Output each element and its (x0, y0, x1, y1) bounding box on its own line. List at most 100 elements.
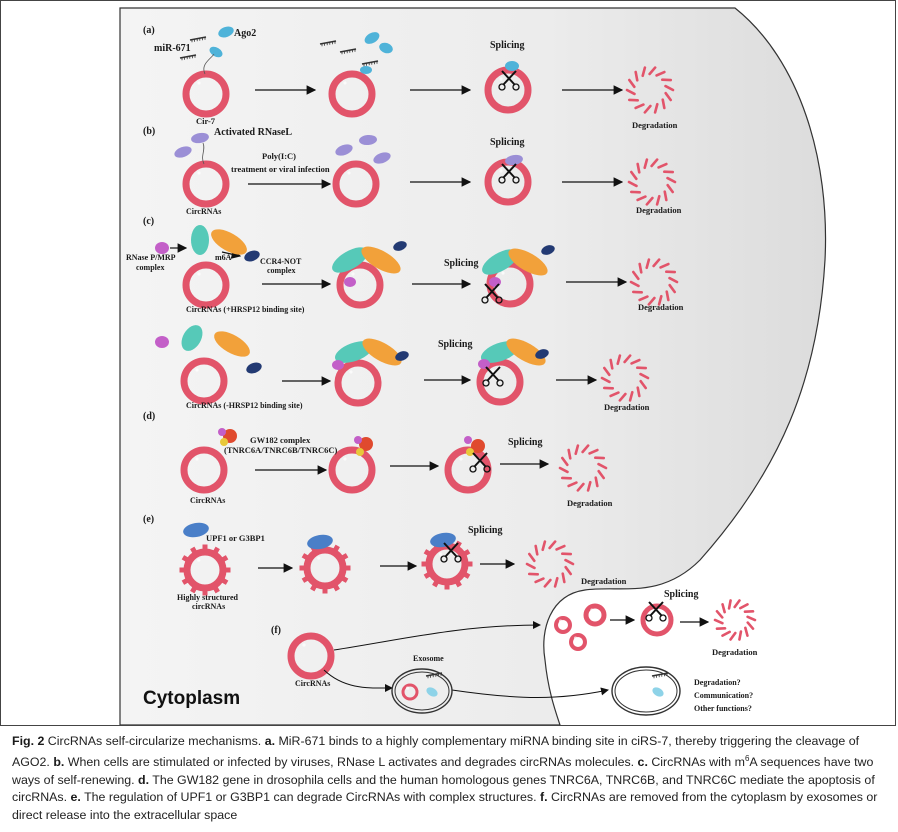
circrna-fragment (645, 258, 651, 270)
panel-e-letter: (e) (143, 514, 154, 525)
circrna-fragment (643, 104, 652, 114)
mirna-strand (179, 54, 197, 61)
circrna-fragment (541, 540, 547, 552)
circrna-fragment (715, 610, 724, 619)
ring-highlight (302, 643, 306, 647)
ago2-protein (505, 61, 519, 71)
circrna-fragment (574, 444, 580, 456)
circrna-fragment (661, 98, 666, 110)
ring-stem-loop (341, 576, 349, 583)
ythdf2-protein (214, 331, 250, 357)
circrna-fragment (664, 91, 673, 102)
circrna-ring (182, 160, 230, 208)
circrna-fragment (576, 482, 585, 492)
circrna-fragment (665, 290, 670, 302)
ago2-protein (218, 26, 234, 38)
circrna-fragment (657, 294, 663, 306)
mir671-label: miR-671 (154, 43, 191, 54)
process-arrows (170, 85, 710, 698)
circrna-fragment (609, 358, 614, 370)
ring-stem-loop (190, 546, 197, 554)
scissors-icon (498, 163, 520, 184)
exosome-circrna (401, 683, 419, 701)
panel-a-letter: (a) (143, 25, 155, 36)
fate-question-1: Degradation? (694, 678, 741, 687)
exosome-mirna (425, 672, 443, 679)
scissor-handle (496, 379, 504, 387)
ring-highlight (197, 81, 201, 85)
rnasel-protein (373, 152, 391, 164)
released-exosome-protein (652, 687, 664, 697)
caption-e-text: The regulation of UPF1 or G3BP1 can degr… (80, 790, 540, 805)
exosome-protein (426, 687, 438, 697)
ring-highlight (491, 369, 495, 373)
ring-highlight (197, 171, 201, 175)
circrna-fragment (634, 103, 645, 110)
caption-d-tag: d. (138, 772, 150, 787)
ythdf2-protein (508, 248, 548, 276)
circrna-fragment (713, 618, 724, 625)
ring-stem-loop (333, 584, 340, 592)
panel-c-splicing-2: Splicing (438, 339, 472, 350)
ring-highlight (195, 457, 199, 461)
circrna-fragment (555, 544, 566, 551)
mirna-backbone (651, 672, 669, 677)
ring-highlight (349, 370, 353, 374)
mirna-backbone (339, 48, 357, 53)
circrna-fragment (638, 295, 649, 302)
ring-stem-loop (179, 567, 185, 573)
ring-highlight (197, 272, 201, 276)
panel-c-degradation-1: Degradation (638, 302, 684, 312)
circrna-fragment (634, 70, 639, 82)
rnasel-protein (335, 144, 353, 156)
panel-e-splicing: Splicing (468, 525, 502, 536)
circrna-fragment (629, 280, 640, 288)
circrna-fragment (648, 66, 657, 76)
gw182-complex (471, 439, 485, 453)
ccr4-not-complex (246, 362, 262, 374)
circrna-ring (328, 446, 376, 494)
rnase-mrp-complex (344, 277, 356, 287)
hrsp12-protein (181, 325, 203, 351)
circrna-fragment (627, 180, 638, 188)
ago2-protein (379, 42, 393, 54)
rnasel-protein (359, 134, 377, 146)
gw182-complex (466, 448, 474, 456)
panel-b-splicing: Splicing (490, 137, 524, 148)
ring-highlight (439, 552, 443, 556)
panel-c-letter: (c) (143, 216, 154, 227)
circrna-fragment (623, 354, 632, 364)
circrna-ring (583, 603, 607, 627)
scissor-handle (498, 176, 506, 184)
caption-c-text-2: A sequences have two ways of self-renewi… (12, 755, 874, 787)
circrna-fragment (650, 158, 659, 168)
circrna-fragment (636, 386, 641, 398)
scissor-blade (486, 366, 501, 382)
ring-stem-loop (467, 561, 473, 567)
rnase-mrp-complex (332, 360, 344, 370)
ring-stem-loop (310, 584, 317, 592)
ring-highlight (343, 457, 347, 461)
scissors-icon (469, 452, 491, 473)
circrna-fragment (558, 466, 569, 474)
circrna-fragment (553, 576, 559, 588)
cytoplasm-region (119, 7, 827, 725)
structured-circ-label-1: Highly structured (177, 593, 239, 602)
gw182-label-2: (TNRC6A/TNRC6B/TNRC6C) (224, 445, 338, 455)
circrna-fragment (602, 366, 611, 377)
mirna-backbone (189, 36, 207, 41)
exosome-uptake-arrow (323, 669, 393, 693)
ring-highlight (590, 608, 594, 612)
circrna-fragment (534, 544, 539, 556)
ring-stem-loop (333, 544, 340, 552)
mirna-backbone (361, 60, 379, 65)
gw182-complex (354, 436, 362, 444)
ring-highlight (197, 558, 201, 562)
circrna-ring (328, 70, 376, 118)
ring-stem-loop (181, 578, 189, 585)
fate-question-3: Other functions? (694, 704, 752, 713)
structured-circ-label-2: circRNAs (192, 602, 225, 611)
circrna-fragment (727, 599, 732, 610)
mirna-strand (361, 60, 379, 67)
upf1-g3bp1-protein (307, 534, 333, 550)
